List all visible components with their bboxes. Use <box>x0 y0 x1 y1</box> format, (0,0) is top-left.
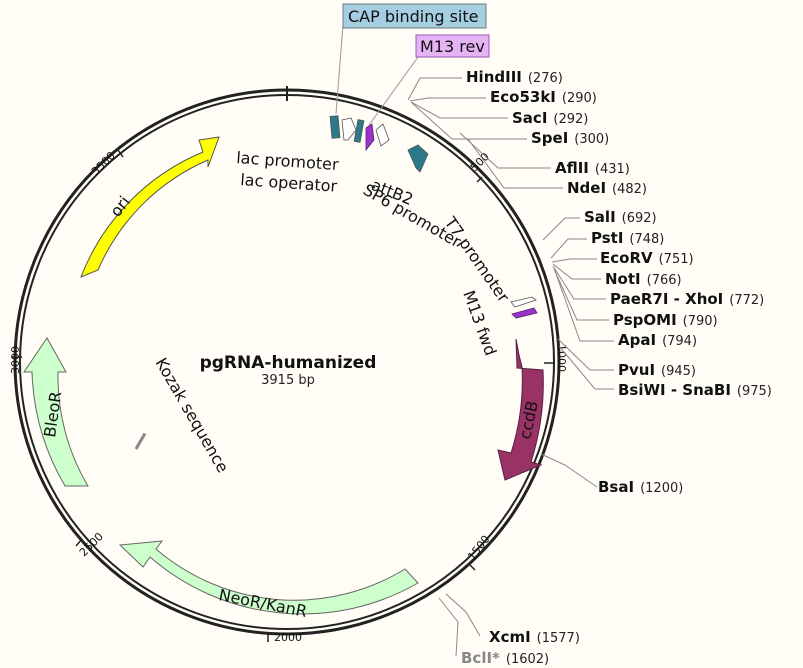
enzyme-labels: HindIII(276) Eco53kI(290) SacI(292) SpeI… <box>461 68 772 667</box>
leader-eco53ki <box>409 97 486 102</box>
ticks: 500 1000 1500 2000 2500 3000 3500 <box>9 149 568 644</box>
leader-saci <box>410 101 508 119</box>
m13-fwd-primer[interactable] <box>511 307 538 319</box>
m13-rev-label: M13 rev <box>420 37 485 56</box>
sp6-promoter-feature[interactable] <box>407 144 429 173</box>
leader-paer7i <box>552 265 606 300</box>
enzyme-psti[interactable]: PstI(748) <box>591 229 664 247</box>
lac-operator-label: lac operator <box>240 170 338 196</box>
ccdb-arrow[interactable] <box>497 338 544 481</box>
plasmid-name: pgRNA-humanized <box>200 353 377 373</box>
plasmid-length: 3915 bp <box>261 373 315 388</box>
tick-label-500: 500 <box>468 150 492 174</box>
enzyme-eco53ki[interactable]: Eco53kI(290) <box>490 88 597 106</box>
t7-promoter-feature[interactable] <box>510 296 537 308</box>
enzyme-paer7i-xhoi[interactable]: PaeR7I - XhoI(772) <box>610 290 764 308</box>
cap-leader <box>335 24 344 115</box>
leader-pvui <box>557 338 614 371</box>
tick-label-3000: 3000 <box>9 346 22 374</box>
enzyme-apai[interactable]: ApaI(794) <box>618 331 697 349</box>
leader-bcli <box>438 597 459 657</box>
leader-bsiwi <box>558 345 614 390</box>
tick-mark-500 <box>476 176 483 183</box>
neor-kanr-label: NeoR/KanR <box>217 585 308 621</box>
m13-rev-box <box>415 34 490 58</box>
enzyme-hindiii[interactable]: HindIII(276) <box>466 68 563 86</box>
m13rev-leader <box>368 56 419 126</box>
enzyme-saci[interactable]: SacI(292) <box>512 109 588 127</box>
enzyme-bsai[interactable]: BsaI(1200) <box>598 478 683 496</box>
enzyme-bcli[interactable]: BclI*(1602) <box>461 649 549 667</box>
enzyme-bsiwi-snabi[interactable]: BsiWI - SnaBI(975) <box>618 381 772 399</box>
tick-mark-3500 <box>117 149 124 158</box>
small-features <box>134 115 538 450</box>
kozak-sequence-feature[interactable] <box>134 432 147 450</box>
leader-sali <box>542 217 580 241</box>
enzyme-xcmi[interactable]: XcmI(1577) <box>489 628 580 646</box>
lac-operator-feature[interactable] <box>353 119 365 143</box>
enzyme-sali[interactable]: SalI(692) <box>584 208 657 226</box>
ori-arrow[interactable] <box>80 136 220 278</box>
tick-mark-1500 <box>467 562 476 571</box>
enzyme-aflii[interactable]: AflII(431) <box>555 159 630 177</box>
leader-hindiii <box>407 77 462 101</box>
leader-ndei <box>467 138 563 189</box>
enzyme-noti[interactable]: NotI(766) <box>605 270 682 288</box>
cap-binding-site-label: CAP binding site <box>348 7 478 26</box>
leader-bsai <box>540 453 598 488</box>
lac-promoter-feature[interactable] <box>341 117 357 141</box>
cap-binding-site-feature[interactable] <box>329 115 341 139</box>
leader-psti <box>550 238 587 259</box>
leader-spei <box>411 102 527 140</box>
bleor-arrow[interactable] <box>23 337 89 487</box>
enzyme-ecorv[interactable]: EcoRV(751) <box>600 249 694 267</box>
m13-rev-primer[interactable] <box>365 123 375 152</box>
tick-label-1000: 1000 <box>555 344 568 372</box>
enzyme-ndei[interactable]: NdeI(482) <box>567 179 647 197</box>
leader-pspomi <box>553 268 609 321</box>
leader-ecorv <box>551 258 597 263</box>
enzyme-spei[interactable]: SpeI(300) <box>531 129 609 147</box>
neor-kanr-arrow[interactable] <box>118 540 419 615</box>
leader-noti <box>552 263 601 280</box>
leader-xcmi <box>445 593 481 637</box>
tick-label-2000: 2000 <box>274 631 302 644</box>
attb2-feature[interactable] <box>375 123 390 147</box>
tick-mark-2500 <box>75 538 83 547</box>
enzyme-leaders <box>407 77 614 657</box>
enzyme-pspomi[interactable]: PspOMI(790) <box>613 311 718 329</box>
leader-apai <box>554 270 614 342</box>
enzyme-pvui[interactable]: PvuI(945) <box>618 361 696 379</box>
cap-binding-site-box <box>342 3 487 29</box>
